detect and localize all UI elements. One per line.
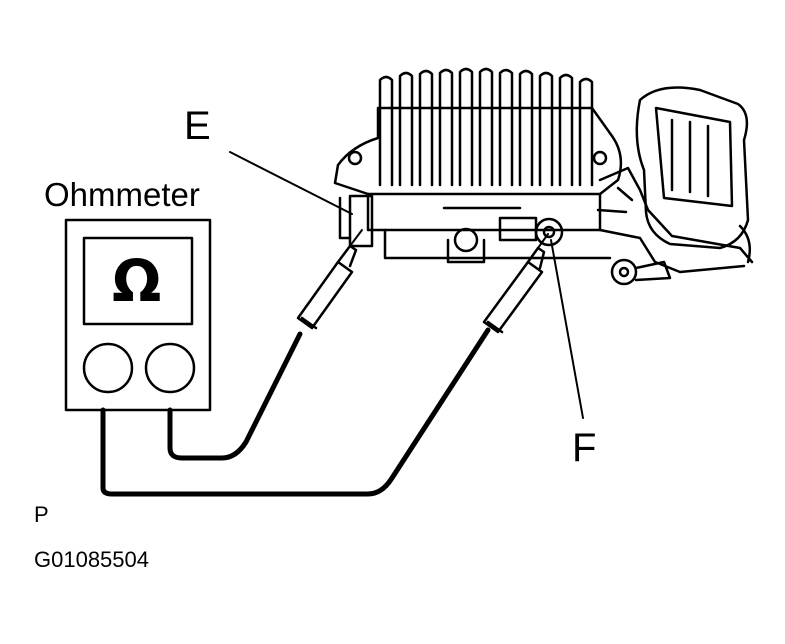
meter-jack-left xyxy=(82,342,134,394)
corner-mark: P xyxy=(34,502,49,527)
terminal-e-label: E xyxy=(184,104,211,148)
terminal-f-screw xyxy=(534,217,564,247)
meter-display xyxy=(82,236,194,326)
terminal-f-label: F xyxy=(572,426,597,470)
meter-jack-right xyxy=(144,342,196,394)
lead-wire-f xyxy=(100,327,491,497)
test-probe-icon xyxy=(296,229,363,330)
voltage-regulator-icon xyxy=(333,67,754,286)
terminal-e-block xyxy=(348,194,374,248)
meter-case xyxy=(64,218,212,412)
test-probe-icon xyxy=(482,233,549,334)
figure-code: G01085504 xyxy=(34,547,149,572)
leader-line-e xyxy=(229,151,353,215)
test-leads xyxy=(100,229,549,497)
cooling-fins xyxy=(378,67,594,187)
lead-wire-e xyxy=(167,331,303,461)
leader-line-f xyxy=(550,239,584,419)
ohmmeter-label: Ohmmeter xyxy=(44,176,200,213)
ohm-symbol: Ω xyxy=(112,247,162,315)
ohmmeter-icon xyxy=(64,218,212,412)
